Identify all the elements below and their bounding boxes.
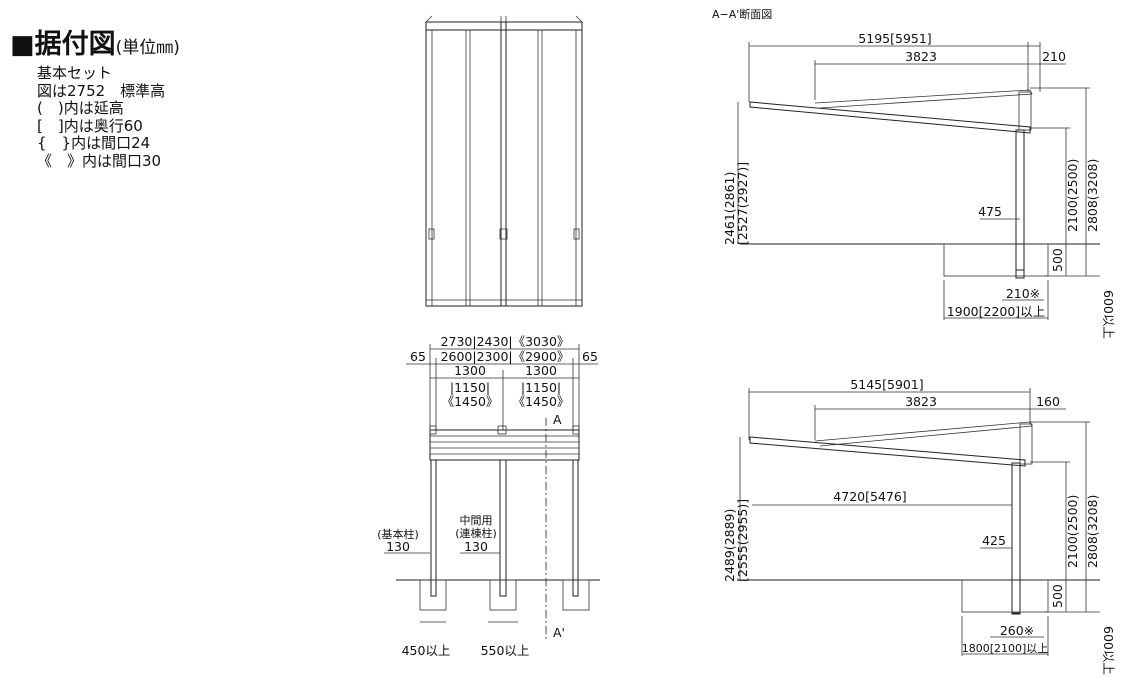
upper-overhang: 210 <box>1042 49 1066 64</box>
title-square: ■ <box>10 30 35 60</box>
basic-post-label: (基本柱) <box>377 527 419 541</box>
mid-post-size: 130 <box>464 539 488 554</box>
upper-base-total: 1900[2200]以上 <box>947 304 1045 319</box>
lower-base-width: 260※ <box>1000 623 1034 638</box>
lower-post-height: 2100(2500) <box>1065 495 1080 568</box>
section-mark-a-prime: A' <box>553 625 565 640</box>
upper-inset: 475 <box>978 204 1002 219</box>
front-side-right: 65 <box>582 349 598 364</box>
lower-height-a: 2489(2889) <box>722 509 737 582</box>
front-side-left: 65 <box>410 349 426 364</box>
section-view-upper: A−A'断面図 5195[5951] 3823 210 2461(2861) [… <box>712 7 1116 339</box>
upper-post-height: 2100(2500) <box>1065 159 1080 232</box>
legend-block: ■据付図(単位㎜) 基本セット 図は2752 標準高 ( )内は延高 [ ]内は… <box>10 30 180 170</box>
mid-post-label-1: 中間用 <box>460 514 493 527</box>
lower-top-height: 2808(3208) <box>1085 495 1100 568</box>
foundation-right: 550以上 <box>481 643 530 658</box>
upper-base-width: 210※ <box>1006 286 1040 301</box>
unit-label: (単位㎜) <box>115 38 180 58</box>
upper-height-a: 2461(2861) <box>722 172 737 245</box>
lower-height-b: [2555(2955)] <box>735 499 750 582</box>
mid-post-label-2: (連棟柱) <box>455 526 497 540</box>
legend-line: ( )内は延高 <box>37 99 124 117</box>
lower-bury: 600以上 <box>1101 626 1116 675</box>
lower-inner-span: 4720[5476] <box>833 489 906 504</box>
front-alt-right-1: |1150| <box>521 380 561 395</box>
section-view-lower: 5145[5901] 3823 160 2489(2889) [2555(295… <box>722 377 1116 675</box>
legend-line: 図は2752 標準高 <box>37 81 166 100</box>
legend-line: { }内は間口24 <box>37 134 151 152</box>
legend-line: [ ]内は奥行60 <box>37 116 143 135</box>
lower-inset: 425 <box>982 533 1006 548</box>
upper-roof: 3823 <box>905 49 937 64</box>
lower-depth: 500 <box>1050 584 1065 608</box>
upper-overall: 5195[5951] <box>858 31 931 46</box>
front-half-right: 1300 <box>525 363 557 378</box>
upper-height-b: [2527(2927)] <box>735 162 750 245</box>
diagram-title: ■据付図(単位㎜) <box>10 30 180 63</box>
front-view: 2730|2430|《3030》 65 2600|2300|《2900》 65 … <box>377 334 600 658</box>
front-half-left: 1300 <box>454 363 486 378</box>
section-mark-a: A <box>553 412 562 427</box>
upper-depth: 500 <box>1050 248 1065 272</box>
upper-bury: 600以上 <box>1101 290 1116 339</box>
front-alt-left-1: |1150| <box>450 380 490 395</box>
lower-base-total: 1800[2100]以上 <box>962 642 1049 655</box>
lower-roof: 3823 <box>905 394 937 409</box>
front-inner-width: 2600|2300|《2900》 <box>441 349 570 364</box>
legend-line: 《 》内は間口30 <box>37 151 162 170</box>
lower-overall: 5145[5901] <box>850 377 923 392</box>
foundation-left: 450以上 <box>402 643 451 658</box>
front-alt-right-2: 《1450》 <box>513 394 570 409</box>
title-text: 据付図 <box>34 29 116 60</box>
section-title: A−A'断面図 <box>712 7 772 21</box>
upper-top-height: 2808(3208) <box>1085 159 1100 232</box>
front-overall-width: 2730|2430|《3030》 <box>441 334 570 349</box>
lower-overhang: 160 <box>1036 394 1060 409</box>
legend-line: 基本セット <box>37 64 113 82</box>
front-alt-left-2: 《1450》 <box>442 394 499 409</box>
plan-view <box>425 15 583 307</box>
basic-post-size: 130 <box>386 539 410 554</box>
